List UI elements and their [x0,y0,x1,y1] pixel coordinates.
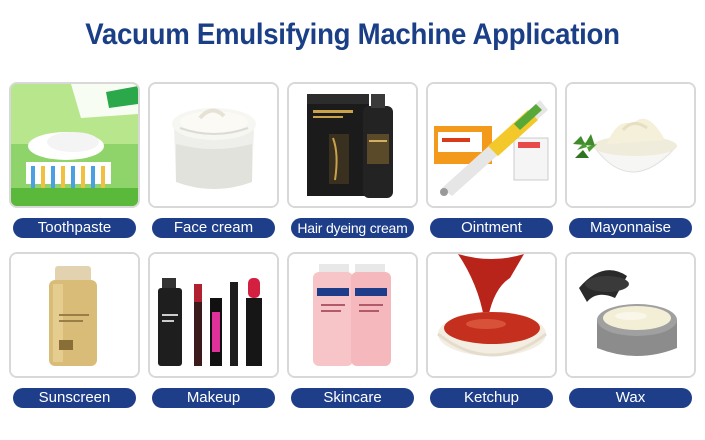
wax-image [565,252,696,378]
label-toothpaste: Toothpaste [13,218,136,238]
card-ketchup: Ketchup [426,252,557,408]
face-cream-image [148,82,279,208]
label-makeup: Makeup [152,388,275,408]
label-mayonnaise: Mayonnaise [569,218,692,238]
card-sunscreen: Sunscreen [9,252,140,408]
sunscreen-image [9,252,140,378]
label-skincare: Skincare [291,388,414,408]
card-makeup: Makeup [148,252,279,408]
card-skincare: Skincare [287,252,418,408]
card-mayonnaise: Mayonnaise [565,82,696,238]
label-ointment: Ointment [430,218,553,238]
label-sunscreen: Sunscreen [13,388,136,408]
skincare-image [287,252,418,378]
label-ketchup: Ketchup [430,388,553,408]
card-wax: Wax [565,252,696,408]
ointment-image [426,82,557,208]
card-face-cream: Face cream [148,82,279,238]
label-face-cream: Face cream [152,218,275,238]
hair-dye-image [287,82,418,208]
mayonnaise-image [565,82,696,208]
page-title: Vacuum Emulsifying Machine Application [85,18,620,51]
toothpaste-image [9,82,140,208]
card-hair-dyeing-cream: Hair dyeing cream [287,82,418,238]
card-toothpaste: Toothpaste [9,82,140,238]
makeup-image [148,252,279,378]
card-ointment: Ointment [426,82,557,238]
ketchup-image [426,252,557,378]
label-wax: Wax [569,388,692,408]
label-hair-dyeing-cream: Hair dyeing cream [291,218,414,238]
